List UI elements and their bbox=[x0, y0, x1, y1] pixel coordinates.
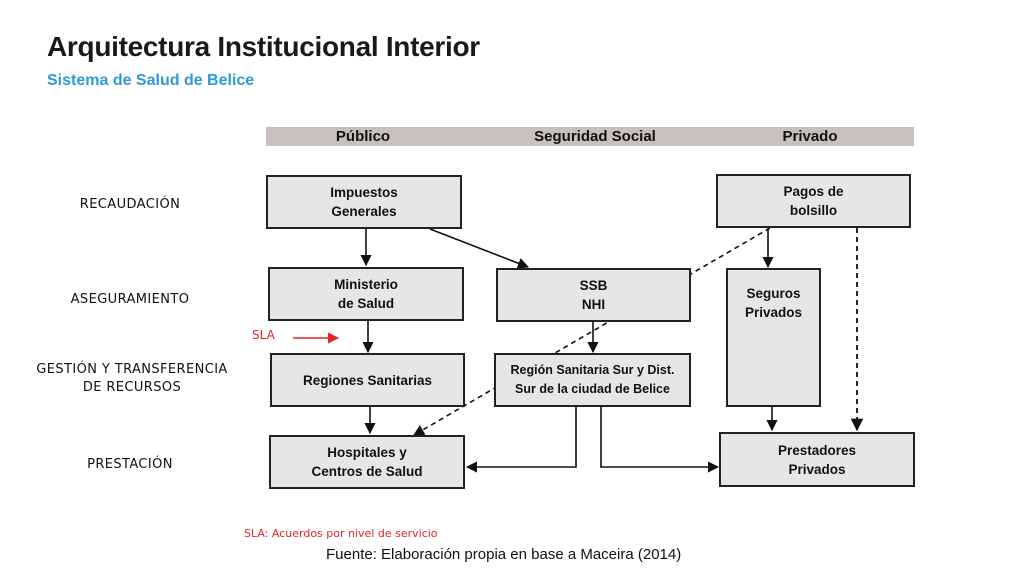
arrow-region-sur-hospitales bbox=[465, 407, 577, 473]
box-prestadores-privados: Prestadores Privados bbox=[719, 432, 915, 487]
sla-label: SLA bbox=[252, 328, 275, 342]
row-label-recaudacion: RECAUDACIÓN bbox=[79, 197, 181, 212]
row-label-prestacion: PRESTACIÓN bbox=[87, 457, 173, 472]
page-title: Arquitectura Institucional Interior bbox=[47, 31, 480, 62]
column-header-publico: Público bbox=[335, 128, 391, 145]
arrow-impuestos-ssb bbox=[429, 228, 530, 269]
box-seguros-privados: Seguros Privados bbox=[726, 268, 821, 407]
row-label-aseguramiento: ASEGURAMIENTO bbox=[70, 292, 190, 307]
column-header-privado: Privado bbox=[782, 128, 838, 145]
column-header-bar bbox=[266, 127, 914, 146]
source-note: Fuente: Elaboración propia en base a Mac… bbox=[326, 546, 682, 563]
box-ministerio-de-salud: Ministerio de Salud bbox=[268, 267, 464, 321]
box-ssb-nhi: SSB NHI bbox=[496, 268, 691, 322]
box-hospitales-centros-salud: Hospitales y Centros de Salud bbox=[269, 435, 465, 489]
box-region-sanitaria-sur: Región Sanitaria Sur y Dist. Sur de la c… bbox=[494, 353, 691, 407]
row-label-gestion: GESTIÓN Y TRANSFERENCIA DE RECURSOS bbox=[36, 362, 228, 395]
box-regiones-sanitarias: Regiones Sanitarias bbox=[270, 353, 465, 407]
box-pagos-de-bolsillo: Pagos de bolsillo bbox=[716, 174, 911, 228]
arrow-pagos-hospitales-dashed bbox=[413, 227, 771, 436]
arrow-region-sur-prestadores bbox=[600, 407, 720, 473]
box-impuestos-generales: Impuestos Generales bbox=[266, 175, 462, 229]
page-subtitle: Sistema de Salud de Belice bbox=[47, 72, 255, 89]
sla-legend: SLA: Acuerdos por nivel de servicio bbox=[244, 527, 438, 540]
column-header-seguridad-social: Seguridad Social bbox=[534, 128, 656, 145]
